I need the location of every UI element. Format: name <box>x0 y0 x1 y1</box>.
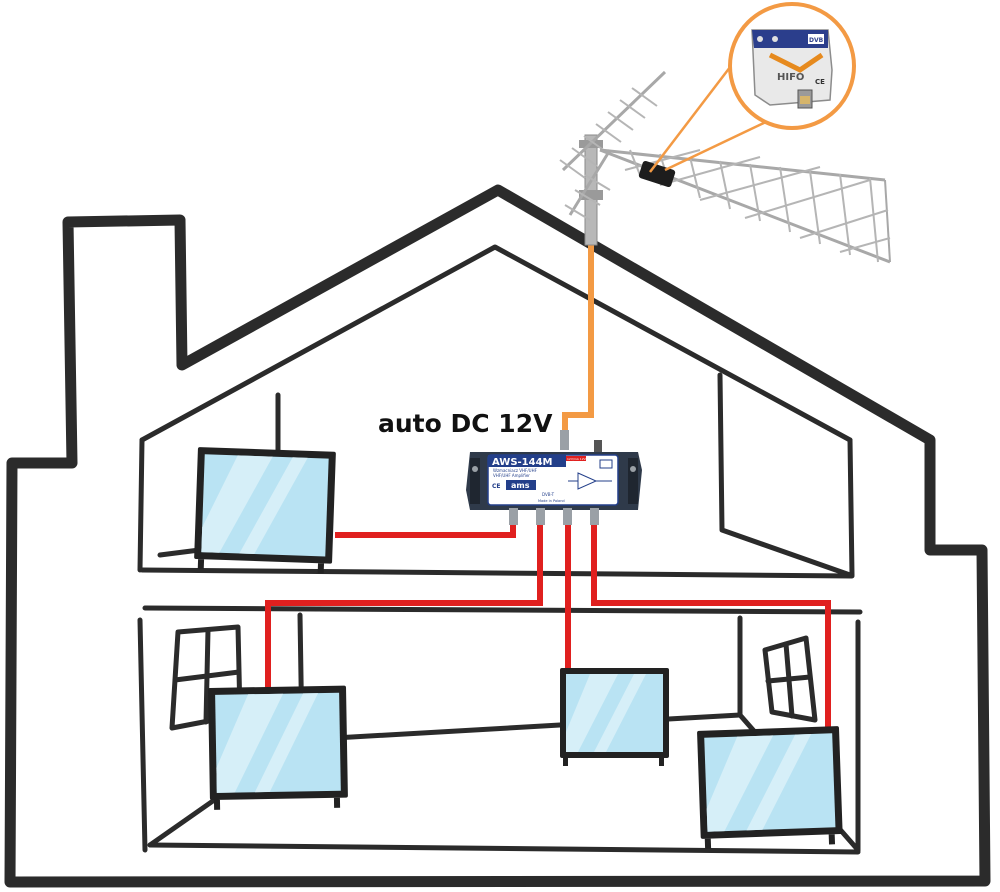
head-module-brand: HIFO <box>777 72 804 83</box>
window-icon <box>762 635 818 723</box>
head-module-ce: CE <box>815 78 825 86</box>
amplifier-model: AWS-144M <box>492 457 553 468</box>
attic-floor <box>139 567 855 579</box>
coax-cable-antenna <box>562 240 594 448</box>
amplifier-ce-mark: CE <box>492 483 501 490</box>
lower-room-floor-front <box>147 842 861 855</box>
attic-back-right <box>717 372 853 578</box>
tv-icon <box>208 685 348 810</box>
head-module-badge: DVB <box>809 37 824 44</box>
tv-icon <box>560 668 669 766</box>
coax-cable-left-tv <box>265 525 543 690</box>
head-amplifier-icon: DVB HIFO CE <box>728 2 856 130</box>
coax-cable-right-tv <box>591 525 831 728</box>
amplifier-subtitle: Wzmacniacz VHF/UHF <box>493 468 538 473</box>
house-outline <box>4 184 991 888</box>
amplifier-made-in: Made in Poland <box>538 499 565 503</box>
power-label: auto DC 12V <box>378 409 553 438</box>
attic-roof-line <box>139 244 853 443</box>
amplifier-icon: AWS-144M Wzmacniacz VHF/UHF VHF/UHF Ampl… <box>466 430 642 525</box>
coax-cable-attic-tv <box>335 525 516 538</box>
callout-line <box>664 118 771 172</box>
tv-icon <box>194 447 336 574</box>
lower-room-floor-back <box>297 712 743 743</box>
amplifier-top-label: 12V/mA 12Vdc <box>567 457 590 461</box>
amplifier-port-label: DVB-T <box>542 492 555 497</box>
tv-icon <box>697 726 843 849</box>
floor-divider <box>142 605 863 615</box>
lower-room-left-wall <box>137 617 148 853</box>
amplifier-subtitle-2: VHF/UHF Amplifier <box>493 473 530 478</box>
attic-left-wall <box>137 437 145 573</box>
callout-line <box>649 57 738 173</box>
antenna-icon <box>559 70 891 264</box>
amplifier-brand: ams <box>511 481 530 490</box>
attic-right-wall <box>847 437 855 578</box>
